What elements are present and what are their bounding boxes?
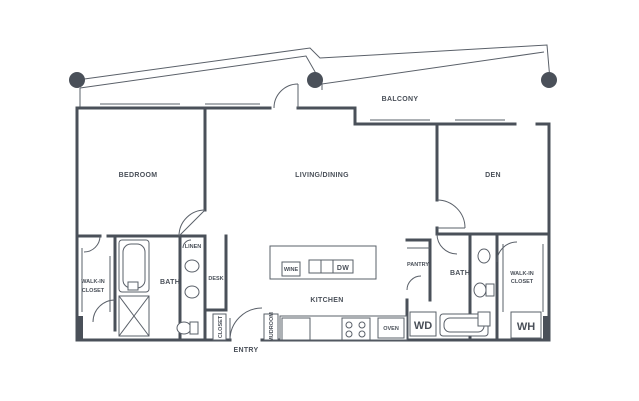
walkin-closet-right-label-2: CLOSET bbox=[511, 279, 534, 285]
hall-closets bbox=[212, 313, 279, 341]
column-left bbox=[69, 72, 85, 88]
linen-label: LINEN bbox=[185, 244, 202, 250]
right-closet-shelving bbox=[502, 244, 549, 340]
pantry-label: PANTRY bbox=[407, 262, 429, 268]
walkin-closet-left-label-2: CLOSET bbox=[82, 288, 105, 294]
left-bath-fixtures bbox=[118, 239, 200, 337]
door-swings bbox=[83, 199, 518, 341]
wh-label: WH bbox=[517, 321, 535, 333]
oven-label: OVEN bbox=[383, 326, 399, 332]
bath-left-label: BATH bbox=[160, 279, 180, 286]
balcony-door bbox=[273, 83, 299, 109]
entry-label: ENTRY bbox=[234, 347, 259, 354]
interior-walls bbox=[75, 106, 551, 342]
dw-label: DW bbox=[337, 265, 349, 272]
mudroom-label: MUDROOM bbox=[269, 312, 275, 342]
windows bbox=[100, 103, 505, 121]
kitchen-label: KITCHEN bbox=[310, 297, 343, 304]
bedroom-label: BEDROOM bbox=[119, 172, 158, 179]
bath-right-label: BATH bbox=[450, 270, 470, 277]
balcony-railing bbox=[76, 44, 551, 108]
den-label: DEN bbox=[485, 172, 501, 179]
walkin-closet-right-label-1: WALK-IN bbox=[510, 271, 534, 277]
right-bath-fixtures bbox=[439, 248, 495, 337]
living-dining-label: LIVING/DINING bbox=[295, 172, 349, 179]
left-closet-shelving bbox=[77, 248, 111, 340]
column-right bbox=[541, 72, 557, 88]
wd-label: WD bbox=[414, 320, 432, 332]
kitchen-counters bbox=[279, 311, 437, 341]
closet-label: CLOSET bbox=[218, 315, 224, 338]
column-middle bbox=[307, 72, 323, 88]
desk-label: DESK bbox=[208, 276, 223, 282]
balcony-label: BALCONY bbox=[382, 96, 419, 103]
wine-label: WINE bbox=[284, 267, 299, 273]
walkin-closet-left-label-1: WALK-IN bbox=[81, 279, 105, 285]
kitchen-island bbox=[269, 245, 377, 280]
